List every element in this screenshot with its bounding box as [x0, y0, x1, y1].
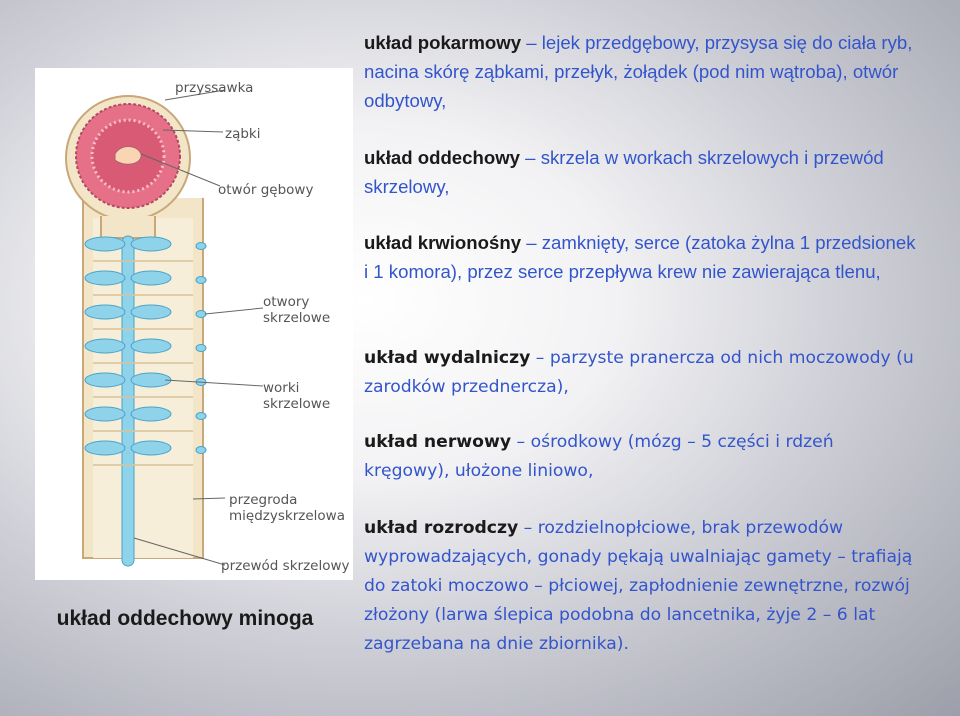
- septa: [93, 260, 193, 466]
- paragraph-reproductive: układ rozrodczy – rozdzielnopłciowe, bra…: [364, 514, 924, 659]
- label-mouth: otwór gębowy: [218, 182, 314, 198]
- description: – parzyste pranercza od nich moczowody (…: [364, 348, 914, 397]
- paragraph-nervous: układ nerwowy – ośrodkowy (mózg – 5 częś…: [364, 428, 924, 486]
- paragraph-digestive: układ pokarmowy – lejek przedgębowy, prz…: [364, 28, 924, 115]
- label-septum: przegroda międzyskrzelowa: [229, 492, 345, 524]
- mouth-opening: [114, 146, 142, 165]
- description: – zamknięty, serce (zatoka żylna 1 przed…: [364, 232, 916, 282]
- term: układ oddechowy: [364, 147, 521, 168]
- label-teeth: ząbki: [225, 126, 261, 142]
- gill-duct: [121, 235, 135, 567]
- description: – ośrodkowy (mózg – 5 części i rdzeń krę…: [364, 432, 834, 481]
- term: układ wydalniczy: [364, 348, 531, 368]
- neck: [100, 216, 156, 239]
- term: układ rozrodczy: [364, 518, 519, 538]
- lamprey-respiratory-diagram: przyssawka ząbki otwór gębowy otwory skr…: [35, 68, 353, 580]
- figure-caption: układ oddechowy minoga: [56, 607, 314, 630]
- term: układ krwionośny: [364, 232, 522, 253]
- paragraph-circulatory: układ krwionośny – zamknięty, serce (zat…: [364, 228, 924, 286]
- paragraph-excretory: układ wydalniczy – parzyste pranercza od…: [364, 344, 924, 402]
- label-gill-sacs: worki skrzelowe: [263, 380, 331, 412]
- description: – rozdzielnopłciowe, brak przewodów wypr…: [364, 518, 913, 654]
- term: układ nerwowy: [364, 432, 512, 452]
- body-inner: [93, 218, 193, 558]
- leader-lines: [133, 89, 264, 566]
- gill-sacs: [84, 236, 172, 456]
- label-gill-duct: przewód skrzelowy: [221, 558, 350, 574]
- term: układ pokarmowy: [364, 32, 522, 53]
- description: – skrzela w workach skrzelowych i przewó…: [364, 147, 884, 197]
- description: – lejek przedgębowy, przysysa się do cia…: [364, 32, 913, 111]
- label-sucker: przyssawka: [175, 80, 254, 96]
- label-gill-openings: otwory skrzelowe: [263, 294, 331, 326]
- paragraph-respiratory: układ oddechowy – skrzela w workach skrz…: [364, 143, 924, 201]
- diagram-drawing: [65, 89, 264, 567]
